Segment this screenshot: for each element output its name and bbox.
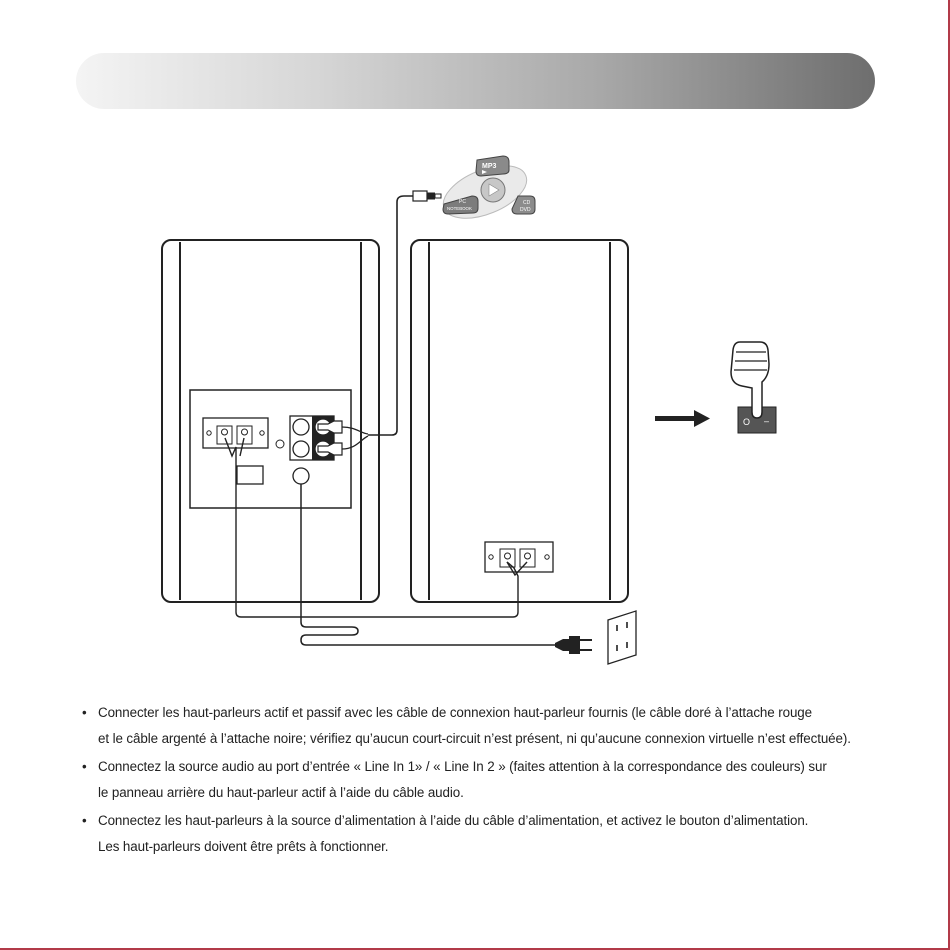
instruction-line: Connecter les haut-parleurs actif et pas… bbox=[98, 705, 812, 720]
audio-cable bbox=[368, 195, 414, 436]
pc-notebook-icon: PC NOTEBOOK bbox=[442, 195, 479, 215]
cd-dvd-icon: CD DVD bbox=[511, 195, 536, 215]
line-in-jacks bbox=[289, 415, 335, 461]
power-input-jack bbox=[292, 467, 310, 485]
switch-off-label: O bbox=[743, 417, 750, 427]
instruction-line: Connectez les haut-parleurs à la source … bbox=[98, 813, 809, 828]
power-plug bbox=[555, 636, 592, 654]
speaker-output-terminal bbox=[202, 417, 269, 449]
instruction-line: Connectez la source audio au port d’entr… bbox=[98, 759, 827, 774]
instruction-list: • Connecter les haut-parleurs actif et p… bbox=[80, 700, 920, 860]
wall-outlet-icon bbox=[607, 610, 637, 665]
page-border-bottom bbox=[0, 948, 950, 950]
section-header-bar bbox=[76, 53, 875, 109]
pc-label: PC bbox=[459, 199, 466, 205]
speaker-cable bbox=[224, 437, 528, 618]
switch-on-label: – bbox=[764, 416, 769, 426]
instruction-line: Les haut-parleurs doivent être prêts à f… bbox=[98, 839, 389, 854]
notebook-label: NOTEBOOK bbox=[447, 206, 472, 211]
mp3-player-icon: MP3 bbox=[475, 155, 510, 177]
mini-jack-plug bbox=[412, 190, 442, 202]
speaker-input-terminal bbox=[484, 541, 554, 573]
rca-plugs bbox=[317, 420, 369, 456]
cd-label: CD bbox=[523, 200, 531, 206]
connection-diagram: MP3 PC NOTEBOOK CD DVD bbox=[161, 155, 777, 665]
hand-pointer-icon bbox=[730, 341, 770, 419]
mp3-label: MP3 bbox=[482, 163, 497, 170]
passive-speaker bbox=[410, 239, 629, 603]
instruction-item-1: • Connecter les haut-parleurs actif et p… bbox=[80, 700, 920, 752]
cd-disc-icon bbox=[480, 177, 506, 203]
arrow-right-icon bbox=[655, 410, 710, 427]
audio-source-devices: MP3 PC NOTEBOOK CD DVD bbox=[442, 155, 536, 219]
bullet: • bbox=[82, 705, 87, 720]
instruction-item-2: • Connectez la source audio au port d’en… bbox=[80, 754, 920, 806]
page-border-right bbox=[948, 0, 950, 950]
dvd-label: DVD bbox=[520, 207, 531, 213]
instruction-line: et le câble argenté à l’attache noire; v… bbox=[98, 731, 851, 746]
instruction-item-3: • Connectez les haut-parleurs à la sourc… bbox=[80, 808, 920, 860]
instruction-line: le panneau arrière du haut-parleur actif… bbox=[98, 785, 464, 800]
bullet: • bbox=[82, 759, 87, 774]
power-cable bbox=[300, 484, 560, 646]
bullet: • bbox=[82, 813, 87, 828]
